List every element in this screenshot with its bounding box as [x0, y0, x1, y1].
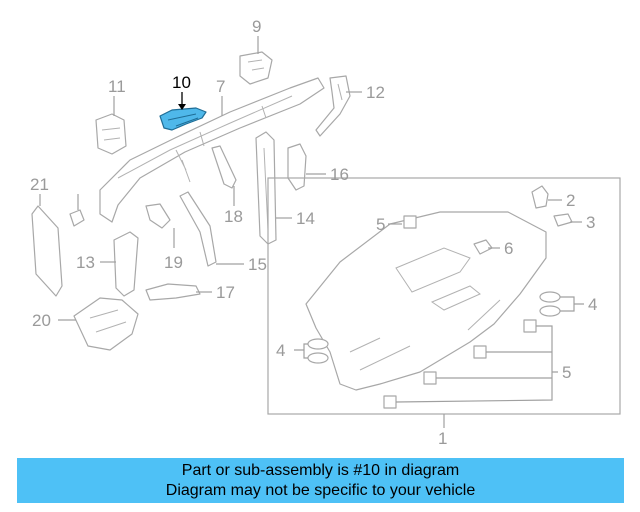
callout-20: 21 — [30, 175, 49, 194]
callout-1: 1 — [438, 429, 447, 448]
banner-line-disclaimer: Diagram may not be specific to your vehi… — [165, 481, 476, 499]
bracket-part-9[interactable] — [95, 113, 127, 155]
bracket-part-8[interactable] — [239, 51, 273, 85]
brace-part-13[interactable] — [255, 131, 277, 245]
callout-2: 2 — [566, 191, 575, 210]
bracket-part-12[interactable] — [113, 231, 139, 297]
banner-line-part-number: Part or sub-assembly is #10 in diagram — [181, 461, 460, 479]
callout-6: 6 — [504, 239, 513, 258]
callout-4-right: 4 — [588, 295, 597, 314]
callout-10: 10 — [172, 73, 191, 92]
clip-part-21[interactable] — [69, 209, 85, 227]
parts-diagram: 10 9 11 7 12 16 14 15 17 18 19 13 20 21 … — [30, 17, 621, 448]
grommet-parts-4-left[interactable] — [307, 338, 329, 364]
bracket-part-15[interactable] — [287, 143, 307, 191]
callout-19: 20 — [32, 311, 51, 330]
bracket-part-19[interactable] — [73, 297, 139, 351]
callout-15: 16 — [330, 165, 349, 184]
brace-part-11[interactable] — [315, 75, 351, 137]
panel-part-20[interactable] — [31, 205, 63, 297]
callout-5-top: 5 — [376, 215, 385, 234]
clip-part-3[interactable] — [553, 213, 573, 227]
brace-part-14[interactable] — [179, 191, 217, 267]
callout-4-left: 4 — [276, 341, 285, 360]
callout-18: 19 — [164, 253, 183, 272]
callout-13: 14 — [296, 209, 315, 228]
callout-14: 15 — [248, 255, 267, 274]
grommet-parts-4-right[interactable] — [539, 291, 561, 317]
dashboard-part-1[interactable] — [305, 211, 547, 391]
brace-part-17[interactable] — [211, 145, 237, 189]
callout-5-lower: 5 — [562, 363, 571, 382]
callout-12: 13 — [76, 253, 95, 272]
callout-3: 3 — [586, 213, 595, 232]
callout-7: 7 — [216, 77, 225, 96]
callout-9: 11 — [108, 77, 126, 96]
callout-11: 12 — [366, 83, 385, 102]
leader-lines — [39, 36, 584, 428]
clip-parts-5-lower[interactable] — [383, 319, 537, 409]
callout-17: 18 — [224, 207, 243, 226]
callout-16: 17 — [216, 283, 235, 302]
bracket-part-16[interactable] — [145, 283, 201, 301]
callout-8: 9 — [252, 17, 261, 36]
bracket-part-18[interactable] — [145, 203, 171, 229]
highlighted-bracket-part-10[interactable] — [159, 107, 207, 131]
info-banner: Part or sub-assembly is #10 in diagram D… — [17, 458, 624, 503]
clip-part-2[interactable] — [531, 185, 549, 209]
clip-part-5-top[interactable] — [403, 215, 417, 229]
cross-car-beam-part[interactable] — [99, 77, 325, 223]
